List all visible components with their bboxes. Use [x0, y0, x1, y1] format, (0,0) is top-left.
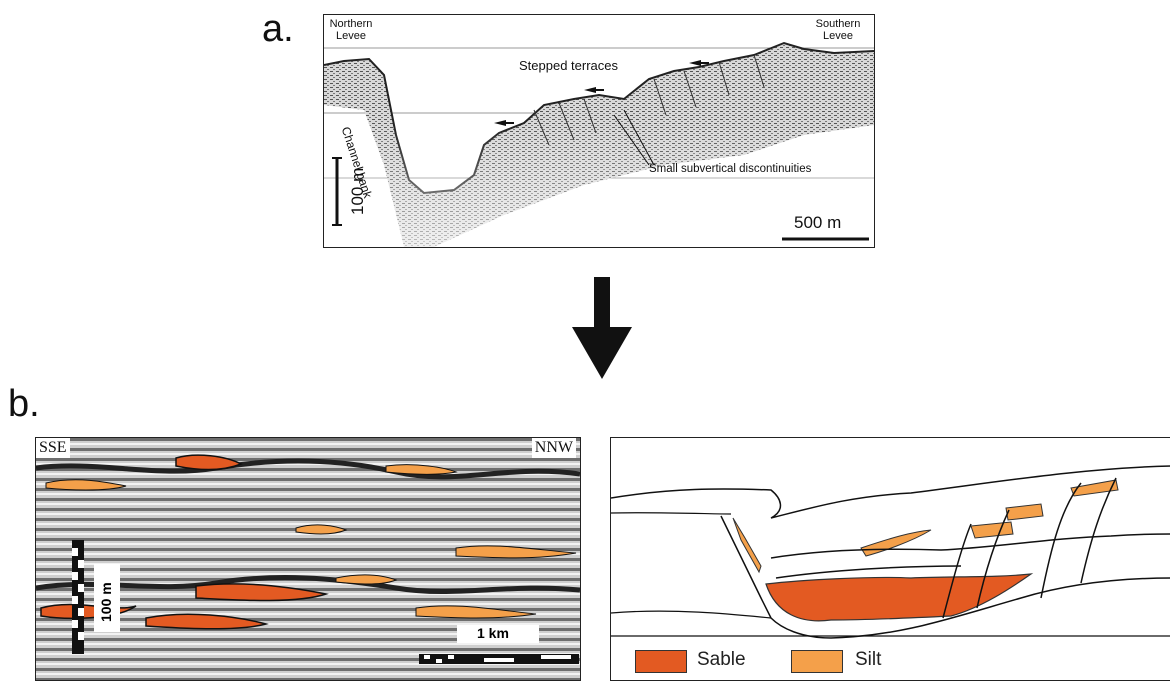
schematic-graphic	[611, 465, 1170, 639]
vertical-scale-label-b: 100 m	[98, 582, 114, 622]
sse-tag: SSE	[36, 438, 70, 458]
southern-levee-label: Southern Levee	[815, 18, 861, 42]
seismic-section-panel: SSE NNW 100 m 1 km	[35, 437, 581, 681]
schematic-panel: Sable Silt	[610, 437, 1170, 681]
discontinuities-label: Small subvertical discontinuities	[649, 163, 812, 175]
sable-legend-label: Sable	[697, 649, 746, 670]
nnw-tag: NNW	[531, 438, 576, 458]
seismic-section-graphic	[36, 438, 580, 680]
sable-swatch	[635, 650, 687, 673]
horizontal-scale-label-b: 1 km	[477, 625, 509, 641]
vertical-scale-label-a: 100 m	[348, 167, 367, 215]
panel-a-label: a.	[262, 8, 294, 50]
silt-swatch	[791, 650, 843, 673]
slump-arrows	[494, 60, 709, 126]
seismic-profile-graphic	[324, 41, 874, 247]
northern-levee-label: Northern Levee	[329, 18, 373, 42]
horizontal-scale-label-a: 500 m	[794, 213, 842, 232]
panel-b-label: b.	[8, 383, 40, 425]
down-arrow-icon	[572, 277, 632, 379]
silt-legend-label: Silt	[855, 649, 882, 670]
seismic-profile-panel: Northern Levee Southern Levee Stepped te…	[323, 14, 875, 248]
stepped-terraces-label: Stepped terraces	[519, 58, 619, 73]
